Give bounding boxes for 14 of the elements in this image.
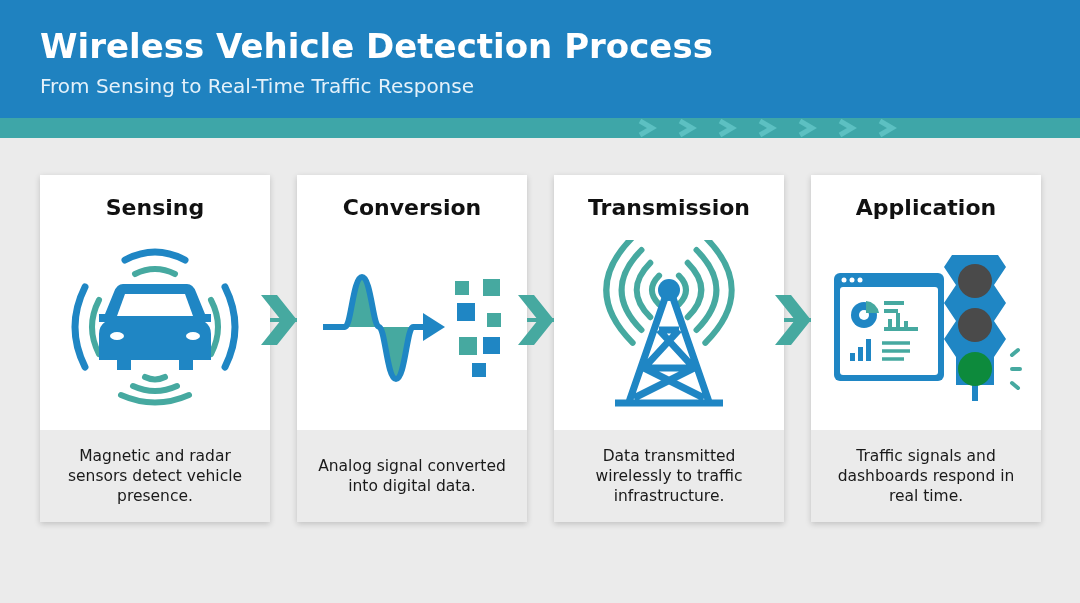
step-description: Magnetic and radar sensors detect vehicle presence. bbox=[66, 446, 244, 506]
step-description: Data transmitted wirelessly to traffic infrastructure. bbox=[594, 446, 744, 506]
step-description: Analog signal converted into digital data. bbox=[317, 456, 507, 496]
step-heading: Sensing bbox=[104, 195, 206, 220]
step-description: Traffic signals and dashboards respond in real time. bbox=[836, 446, 1016, 506]
step-card bbox=[554, 175, 784, 522]
step-card bbox=[811, 175, 1041, 522]
step-card bbox=[40, 175, 270, 522]
step-heading: Application bbox=[854, 195, 998, 220]
subtitle: From Sensing to Real-Time Traffic Response bbox=[40, 74, 475, 98]
step-card bbox=[297, 175, 527, 522]
step-heading: Conversion bbox=[341, 195, 483, 220]
step-heading: Transmission bbox=[587, 195, 751, 220]
title: Wireless Vehicle Detection Process bbox=[40, 26, 713, 66]
